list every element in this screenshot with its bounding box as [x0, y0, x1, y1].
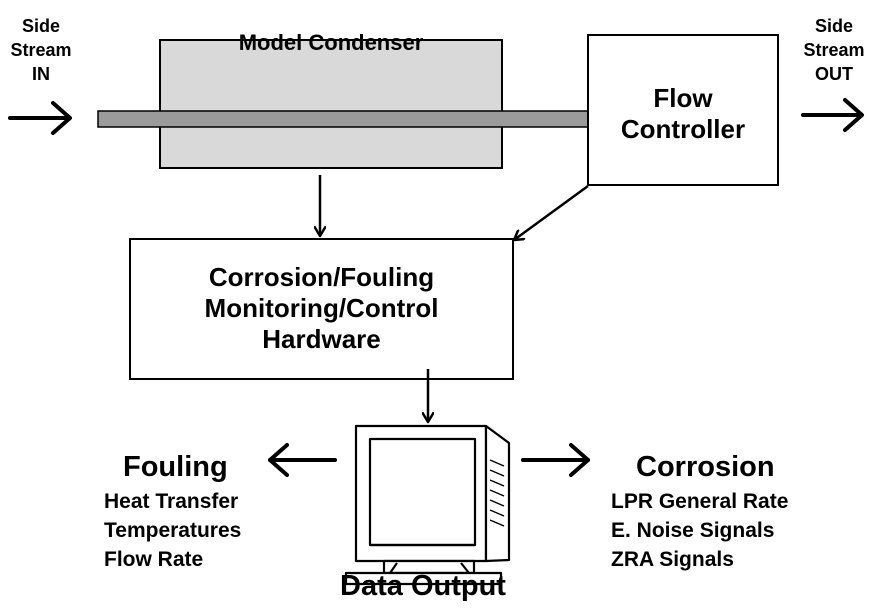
model-condenser-box — [159, 39, 503, 169]
data-to-corrosion-arrowhead — [569, 443, 590, 477]
computer-monitor-icon — [344, 424, 511, 586]
monitoring-hardware-line1: Corrosion/Fouling — [208, 262, 435, 292]
side-stream-in-label: Side Stream IN — [10, 14, 72, 86]
monitoring-hardware-line3: Hardware — [262, 324, 381, 354]
corrosion-item-lpr-general-rate: LPR General Rate — [611, 490, 789, 513]
side-stream-out-line1: Side — [814, 16, 853, 36]
side-stream-out-line3: OUT — [815, 64, 853, 84]
data-to-fouling-arrowhead — [268, 443, 289, 477]
corrosion-item-zra-signals: ZRA Signals — [611, 548, 734, 571]
data-output-label: Data Output — [340, 570, 506, 602]
side-stream-in-line2: Stream — [10, 40, 72, 60]
flow-controller-box — [587, 34, 779, 186]
side-stream-out-line2: Stream — [803, 40, 865, 60]
model-condenser-label: Model Condenser — [238, 30, 424, 55]
flow-controller-line2: Controller — [620, 114, 746, 144]
fouling-item-heat-transfer: Heat Transfer — [104, 490, 239, 513]
corrosion-title: Corrosion — [636, 451, 775, 483]
corrosion-item-e-noise-signals: E. Noise Signals — [611, 519, 775, 542]
flow-controller-line1: Flow — [653, 83, 713, 113]
corrosion-list: LPR General Rate E. Noise Signals ZRA Si… — [611, 487, 788, 574]
monitoring-hardware-label: Corrosion/Fouling Monitoring/Control Har… — [130, 262, 513, 355]
flow-controller-label: Flow Controller — [588, 83, 778, 145]
flow-controller-to-monitoring-arrow — [514, 184, 589, 240]
side-stream-out-label: Side Stream OUT — [800, 14, 868, 86]
side-stream-in-line1: Side — [21, 16, 60, 36]
monitoring-hardware-line2: Monitoring/Control — [204, 293, 439, 323]
side-stream-in-arrowhead — [51, 101, 72, 135]
monitoring-hardware-box — [129, 238, 514, 380]
side-stream-pipe — [97, 110, 589, 128]
side-stream-out-arrowhead — [843, 98, 864, 132]
side-stream-in-line3: IN — [32, 64, 50, 84]
fouling-item-temperatures: Temperatures — [104, 519, 242, 542]
fouling-list: Heat Transfer Temperatures Flow Rate — [104, 487, 241, 574]
fouling-item-flow-rate: Flow Rate — [104, 548, 204, 571]
fouling-title: Fouling — [123, 451, 228, 483]
